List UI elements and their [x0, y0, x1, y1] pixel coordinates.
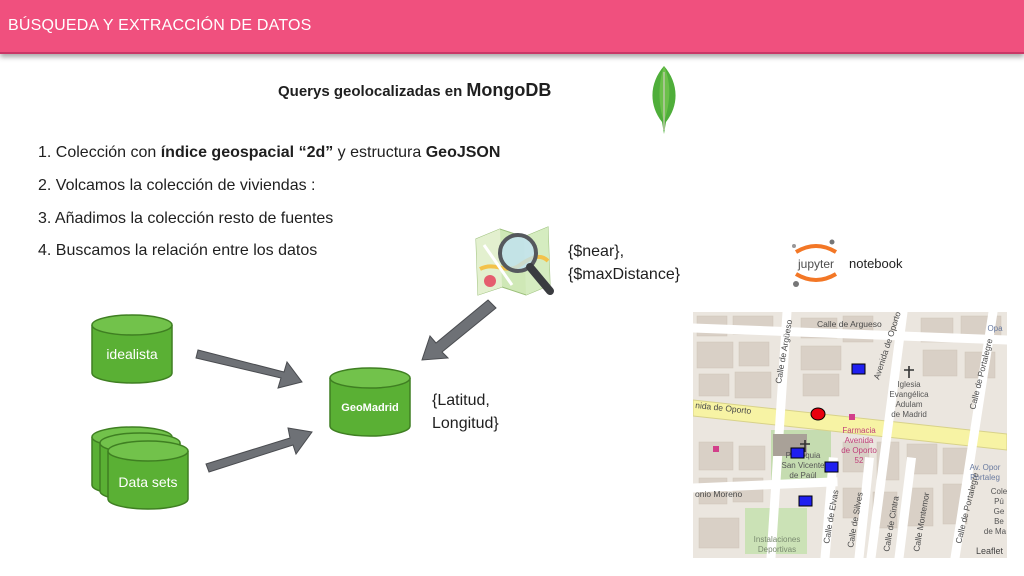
- church-icon: [800, 440, 810, 452]
- mongodb-leaf-icon: [652, 66, 676, 134]
- pharmacy-icon: [849, 414, 855, 420]
- map-place-label: Farmacia: [842, 426, 876, 435]
- pharmacy-icon: [713, 446, 719, 452]
- jupyter-logo-icon: jupyter: [792, 239, 838, 287]
- step-1: 1. Colección con índice geospacial “2d” …: [38, 144, 500, 162]
- geomadrid-label: GeoMadrid: [341, 402, 399, 414]
- map-place-label: de Oporto: [841, 446, 877, 455]
- operator-near: {$near},: [568, 243, 625, 260]
- map-place-label: Deportivas: [758, 545, 796, 554]
- slide-subtitle: Querys geolocalizadas en MongoDB: [278, 80, 551, 101]
- step-1-index: índice geospacial “2d”: [160, 144, 334, 161]
- map-place-label: Be: [994, 517, 1004, 526]
- arrow-search-to-geomadrid: [421, 299, 497, 361]
- map-place-label: Av. Opor: [970, 463, 1001, 472]
- church-icon: [904, 366, 914, 378]
- map-center-marker: [810, 407, 826, 421]
- map-marker: [824, 461, 839, 473]
- map-place-label: 52: [855, 456, 864, 465]
- step-2: 2. Volcamos la colección de viviendas :: [38, 177, 316, 194]
- map-place-label: Pú: [994, 497, 1004, 506]
- map-place-label: de Ma: [984, 527, 1007, 536]
- step-1-format: GeoJSON: [425, 144, 501, 161]
- idealista-label: idealista: [106, 346, 158, 362]
- header-bar: BÚSQUEDA Y EXTRACCIÓN DE DATOS: [0, 0, 1024, 54]
- map-place-label: Instalaciones: [754, 535, 801, 544]
- subtitle-product: MongoDB: [466, 80, 552, 100]
- subtitle-prefix: Querys geolocalizadas en: [278, 83, 467, 100]
- idealista-node: idealista: [90, 313, 174, 385]
- street-map[interactable]: Calle de Argueso Avenida de Oporto Calle…: [693, 312, 1007, 558]
- datasets-node: Data sets: [90, 425, 194, 513]
- jupyter-logo-text: jupyter: [797, 257, 834, 271]
- step-3: 3. Añadimos la colección resto de fuente…: [38, 210, 334, 227]
- map-attribution[interactable]: Leaflet: [975, 546, 1003, 556]
- map-place-label: de Madrid: [891, 410, 927, 419]
- map-street-label: onio Moreno: [695, 489, 743, 499]
- coords-lat: {Latitud,: [432, 392, 490, 409]
- coords-lon: Longitud}: [432, 415, 499, 432]
- map-marker: [851, 363, 866, 375]
- map-place-label: Evangélica: [889, 390, 929, 399]
- step-1-pre: 1. Colección con: [38, 144, 161, 161]
- map-street-label: Calle de Argueso: [817, 319, 882, 329]
- geo-operators: {$near}, {$maxDistance}: [568, 240, 680, 286]
- datasets-label: Data sets: [118, 474, 178, 490]
- map-place-label: Portaleg: [970, 473, 1000, 482]
- map-place-label: Adulam: [895, 400, 922, 409]
- geomadrid-node: GeoMadrid: [328, 366, 412, 438]
- header-title: BÚSQUEDA Y EXTRACCIÓN DE DATOS: [8, 17, 312, 34]
- step-1-mid: y estructura: [333, 144, 426, 161]
- step-4: 4. Buscamos la relación entre los datos: [38, 242, 318, 259]
- operator-max-distance: {$maxDistance}: [568, 266, 681, 283]
- map-place-label: Iglesia: [897, 380, 921, 389]
- map-place-label: de Paúl: [789, 471, 816, 480]
- coords-label: {Latitud, Longitud}: [432, 389, 499, 435]
- arrow-datasets-to-geomadrid: [205, 427, 313, 473]
- map-marker: [798, 495, 813, 507]
- map-place-label: Ge: [994, 507, 1005, 516]
- map-place-label: Opa: [987, 324, 1003, 333]
- map-search-icon: [475, 226, 554, 296]
- arrow-idealista-to-geomadrid: [195, 349, 303, 389]
- map-marker: [790, 447, 805, 459]
- map-place-label: Avenida: [845, 436, 874, 445]
- map-place-label: Cole: [991, 487, 1007, 496]
- jupyter-label: notebook: [849, 256, 903, 271]
- map-place-label: San Vicente: [782, 461, 826, 470]
